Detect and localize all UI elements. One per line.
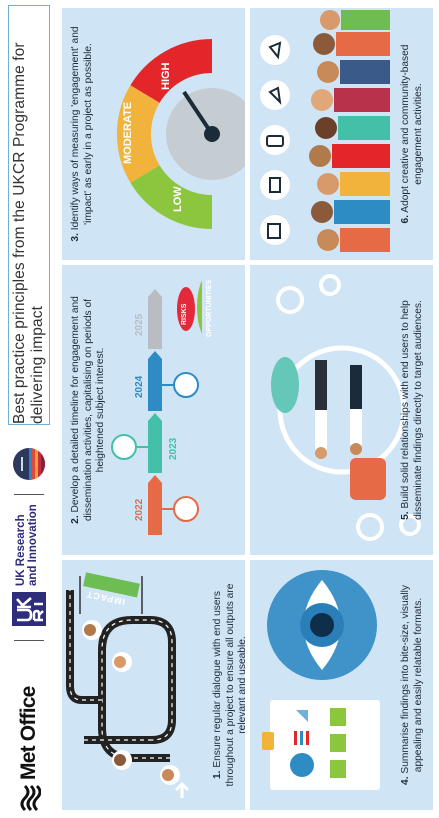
panel-3-number: 3.: [70, 233, 81, 242]
page-title-box: Best practice principles from the UKCR P…: [8, 5, 50, 425]
panel-4-number: 4.: [400, 776, 411, 785]
timeline-illustration: [111, 273, 202, 535]
panel-2-description: Develop a detailed timeline for engageme…: [70, 296, 106, 521]
year-label-2024: 2024: [134, 375, 145, 398]
header-bar: Met Office UK Research and Innovation: [0, 0, 58, 818]
panel-6-number: 6.: [400, 214, 411, 224]
panel-1-description: Ensure regular dialogue with end users t…: [212, 583, 245, 787]
ukri-wordmark: UK Research and Innovation: [15, 504, 39, 586]
ukri-line-2: and Innovation: [27, 504, 39, 586]
ukri-logo-mark: [12, 592, 46, 626]
panel-4-summarise: 4. Summarise findings into bite-size, vi…: [250, 560, 433, 810]
header-divider: [14, 640, 44, 641]
panel-3-text: 3. Identify ways of measuring 'engagemen…: [70, 20, 95, 248]
relationships-illustration: [271, 274, 421, 541]
opportunities-tag: OPPORTUNITIES: [206, 279, 213, 337]
road-illustration: [66, 572, 190, 798]
page-title: Best practice principles from the UKCR P…: [11, 42, 46, 424]
panel-6-description: Adopt creative and community-based engag…: [400, 44, 424, 215]
panel-3-measuring: LOW MODERATE HIGH 3. Identify ways of me…: [62, 8, 245, 260]
panel-5-text: 5. Build solid relationships with end us…: [400, 277, 425, 543]
year-label-2025: 2025: [134, 313, 145, 336]
gauge-illustration: [116, 39, 245, 229]
panel-2-text: 2. Develop a detailed timeline for engag…: [70, 277, 108, 543]
met-office-logo: Met Office: [14, 686, 44, 812]
year-label-2022: 2022: [134, 498, 145, 521]
panel-1-number: 1.: [212, 770, 223, 780]
panel-2-timeline: 2022 2023 2024 2025 RISKS OPPORTUNITIES …: [62, 265, 245, 555]
panel-3-description: Identify ways of measuring 'engagement' …: [70, 26, 94, 234]
met-office-wordmark: Met Office: [17, 686, 40, 780]
panel-4-text: 4. Summarise findings into bite-size, vi…: [400, 572, 425, 798]
gauge-label-low: LOW: [172, 186, 184, 212]
panel-5-description: Build solid relationships with end users…: [400, 300, 424, 520]
panel-6-engagement: 6. Adopt creative and community-based en…: [250, 8, 433, 260]
panel-1-dialogue: IMPACT 1. Ensure regular dialogue with e…: [62, 560, 245, 810]
panel-2-number: 2.: [70, 515, 81, 524]
gauge-label-moderate: MODERATE: [122, 101, 134, 164]
panel-1-text: 1. Ensure regular dialogue with end user…: [212, 572, 245, 798]
panel-5-number: 5.: [400, 511, 411, 520]
engagement-icons: [260, 35, 290, 245]
met-office-swirl-icon: [20, 784, 41, 812]
gauge-label-high: HIGH: [160, 62, 172, 91]
gear-icon: [276, 274, 421, 541]
risks-tag: RISKS: [181, 303, 188, 325]
report-eye-illustration: [262, 570, 380, 790]
panel-6-text: 6. Adopt creative and community-based en…: [400, 20, 425, 248]
ukcr-programme-logo: [13, 448, 45, 480]
ukri-line-1: UK Research: [15, 514, 27, 586]
community-illustration: [260, 10, 390, 252]
panel-4-description: Summarise findings into bite-size, visua…: [400, 585, 424, 777]
header-divider: [14, 494, 44, 495]
crowd-of-people: [309, 10, 390, 252]
panel-5-relationships: 5. Build solid relationships with end us…: [250, 265, 433, 555]
year-label-2023: 2023: [168, 437, 179, 460]
